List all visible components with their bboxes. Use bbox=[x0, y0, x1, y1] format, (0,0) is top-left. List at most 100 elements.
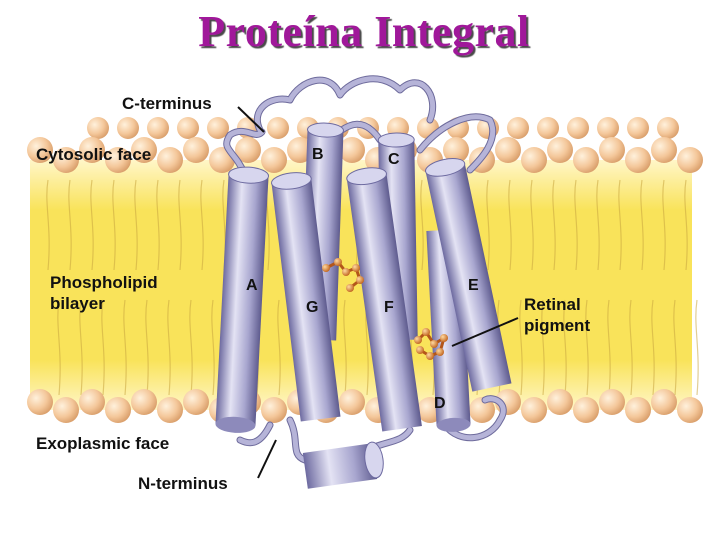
lipid-head bbox=[147, 117, 169, 139]
lipid-tail bbox=[343, 299, 347, 396]
lipid-tail bbox=[68, 179, 72, 271]
lipid-head bbox=[131, 137, 157, 163]
lipid-head bbox=[677, 397, 703, 423]
label-n-terminus: N-terminus bbox=[138, 474, 228, 493]
c-terminus-pointer bbox=[237, 106, 265, 133]
lipid-head bbox=[651, 137, 677, 163]
label-phospholipid: Phospholipid bbox=[50, 273, 158, 292]
lipid-head bbox=[443, 137, 469, 163]
lipid-tail bbox=[420, 179, 424, 271]
lipid-head bbox=[79, 137, 105, 163]
lipid-tail bbox=[277, 299, 281, 396]
lipid-head bbox=[157, 397, 183, 423]
lipid-head bbox=[53, 147, 79, 173]
lipid-head bbox=[117, 117, 139, 139]
lipid-head bbox=[339, 137, 365, 163]
lipid-head bbox=[573, 147, 599, 173]
lipid-tail bbox=[552, 179, 556, 271]
lipid-tail bbox=[684, 179, 688, 271]
lipid-head bbox=[537, 117, 559, 139]
lipid-head bbox=[261, 397, 287, 423]
helix-E bbox=[424, 158, 512, 392]
lipid-tail bbox=[90, 179, 94, 271]
lipid-tail bbox=[134, 179, 138, 271]
lipid-tail bbox=[145, 299, 149, 396]
helix-label-B: B bbox=[312, 146, 324, 163]
lipid-head bbox=[521, 397, 547, 423]
lipid-tail bbox=[651, 299, 655, 396]
lipid-tail bbox=[200, 179, 204, 271]
lipid-head bbox=[105, 147, 131, 173]
lipid-tail bbox=[629, 299, 633, 396]
label-cytosolic-face: Cytosolic face bbox=[36, 145, 151, 164]
lipid-head bbox=[207, 117, 229, 139]
retinal-pointer bbox=[451, 317, 519, 347]
helix-label-D: D bbox=[434, 395, 446, 412]
helix-label-G: G bbox=[306, 299, 318, 316]
lipid-tail bbox=[123, 299, 127, 396]
lipid-tail bbox=[618, 179, 622, 271]
lipid-head bbox=[625, 397, 651, 423]
lipid-head bbox=[87, 117, 109, 139]
lipid-tail bbox=[563, 299, 567, 396]
lipid-head bbox=[131, 389, 157, 415]
lipid-head bbox=[547, 137, 573, 163]
lipid-head bbox=[651, 389, 677, 415]
lipid-head bbox=[627, 117, 649, 139]
retinal-pigment-molecule bbox=[322, 258, 448, 360]
helix-label-E: E bbox=[468, 277, 479, 294]
lipid-head bbox=[261, 147, 287, 173]
lipid-head bbox=[105, 397, 131, 423]
helix-F bbox=[346, 167, 422, 432]
label-c-terminus: C-terminus bbox=[122, 94, 212, 113]
lipid-head bbox=[267, 117, 289, 139]
lipid-tail bbox=[640, 179, 644, 271]
lipid-tail bbox=[541, 299, 545, 396]
lipid-tail bbox=[695, 299, 699, 396]
lipid-head bbox=[547, 389, 573, 415]
label-pigment: pigment bbox=[524, 316, 590, 335]
lipid-tail bbox=[156, 179, 160, 271]
lipid-head bbox=[53, 397, 79, 423]
lipid-tail bbox=[211, 299, 215, 396]
helix-N-terminal-cylinder bbox=[302, 441, 384, 489]
lipid-head bbox=[599, 137, 625, 163]
lipid-head bbox=[177, 117, 199, 139]
lipid-tail bbox=[79, 299, 83, 396]
lipid-head bbox=[183, 137, 209, 163]
helix-label-F: F bbox=[384, 299, 394, 316]
label-exoplasmic-face: Exoplasmic face bbox=[36, 434, 169, 453]
lipid-head bbox=[183, 389, 209, 415]
lipid-tail bbox=[574, 179, 578, 271]
lipid-head bbox=[567, 117, 589, 139]
lipid-head bbox=[157, 147, 183, 173]
pointer-lines bbox=[237, 106, 519, 479]
lipid-tail bbox=[167, 299, 171, 396]
lipid-tail bbox=[57, 299, 61, 396]
lipid-tail bbox=[508, 179, 512, 271]
lipid-tail bbox=[585, 299, 589, 396]
label-retinal: Retinal bbox=[524, 295, 581, 314]
lipid-head bbox=[521, 147, 547, 173]
lipid-head bbox=[287, 137, 313, 163]
helix-label-C: C bbox=[388, 151, 400, 168]
lipid-head bbox=[507, 117, 529, 139]
lipid-head bbox=[597, 117, 619, 139]
lipid-tail bbox=[46, 179, 50, 271]
lipid-head bbox=[677, 147, 703, 173]
lipid-head bbox=[27, 137, 53, 163]
lipid-tail bbox=[189, 299, 193, 396]
label-bilayer: bilayer bbox=[50, 294, 105, 313]
lipid-head bbox=[79, 389, 105, 415]
lipid-head bbox=[657, 117, 679, 139]
lipid-head bbox=[27, 389, 53, 415]
lipid-head bbox=[599, 389, 625, 415]
lipid-tail bbox=[101, 299, 105, 396]
lipid-tail bbox=[178, 179, 182, 271]
lipid-head bbox=[495, 137, 521, 163]
lipid-tail bbox=[519, 299, 523, 396]
lipid-tail bbox=[486, 179, 490, 271]
lipid-tail bbox=[596, 179, 600, 271]
lipid-tail bbox=[530, 179, 534, 271]
